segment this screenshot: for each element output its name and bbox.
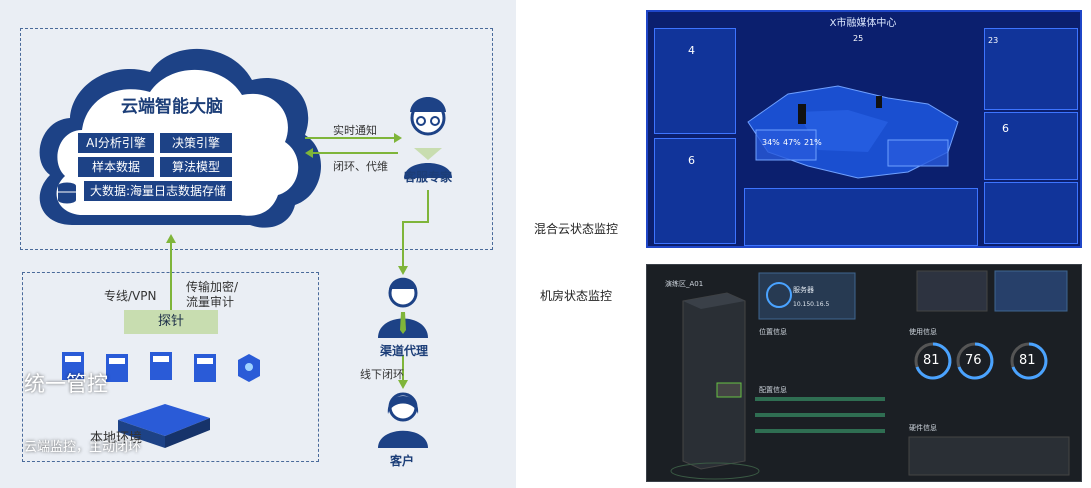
right-panel-bottom [984, 182, 1078, 244]
hybrid-cloud-label: 混合云状态监控 [534, 222, 619, 236]
realtime-notify-label: 实时通知 [333, 124, 377, 137]
datacenter-dashboard-screenshot: 演练区_A01 服务器 10.150.16.5 位置信息 配置信息 使用信息 硬… [646, 264, 1082, 482]
transmission-label-2: 流量审计 [186, 295, 235, 309]
stat-3: 6 [1002, 122, 1009, 135]
left-panel-bottom [654, 138, 736, 244]
gauge-3-value: 81 [1019, 353, 1036, 368]
cloud-monitor-caption: 云端监控，主动闭环 [24, 440, 142, 455]
database-icon [58, 182, 76, 204]
map-graphic [747, 85, 959, 179]
left-panel-top [654, 28, 736, 134]
dashboard-title: X市融媒体中心 [829, 18, 897, 29]
unified-control-caption: 统一管控 [24, 372, 108, 396]
pct-1: 34% [762, 138, 780, 147]
closed-loop-label: 闭环、代维 [333, 160, 388, 173]
server-ip: 10.150.16.5 [793, 301, 830, 308]
stat-4: 23 [988, 36, 999, 45]
tag-algorithm-model: 算法模型 [160, 157, 232, 177]
expert-label: 客服专家 [404, 170, 453, 184]
local-env-label: 本地环境 [90, 431, 143, 446]
diagram-graphics [39, 48, 452, 448]
right-panel-top [984, 28, 1078, 110]
offline-closed-loop-label: 线下闭环 [360, 368, 404, 381]
gauge-1-value: 81 [923, 353, 940, 368]
zone-tab: 演练区_A01 [665, 280, 704, 288]
tag-sample-data: 样本数据 [78, 157, 154, 177]
tag-ai-engine: AI分析引擎 [78, 133, 154, 153]
pct-2: 47% [783, 138, 801, 147]
stat-2: 6 [688, 154, 695, 167]
tag-big-data: 大数据:海量日志数据存储 [84, 181, 232, 201]
stat-1: 4 [688, 44, 695, 57]
server-label: 服务器 [793, 286, 814, 294]
dedicated-line-label: 专线/VPN [104, 289, 157, 303]
customer-label: 客户 [390, 454, 415, 468]
local-appliance-icon [118, 404, 210, 448]
cloud-region-border [20, 28, 493, 250]
location-section-title: 位置信息 [759, 328, 787, 336]
arrow-expert-to-agent [398, 190, 429, 275]
probe-box: 探针 [124, 310, 218, 334]
architecture-diagram: 云端智能大脑 AI分析引擎 决策引擎 样本数据 算法模型 大数据:海量日志数据存… [0, 0, 516, 488]
hardware-section-title: 硬件信息 [909, 424, 937, 432]
cloud-brain-title: 云端智能大脑 [121, 97, 223, 117]
config-section-title: 配置信息 [759, 386, 787, 394]
arrow-agent-to-customer [398, 355, 408, 389]
tag-decision-engine: 决策引擎 [160, 133, 232, 153]
stat-5: 25 [853, 34, 864, 43]
transmission-label-1: 传输加密/ [186, 280, 239, 294]
customer-avatar-icon [378, 392, 428, 448]
vm-server-icons [62, 352, 260, 382]
arrow-closed-loop [305, 148, 398, 158]
channel-agent-label: 渠道代理 [380, 344, 429, 358]
server-rack-graphic [670, 270, 1070, 480]
expert-avatar-icon [404, 97, 452, 178]
datacenter-label: 机房状态监控 [540, 289, 613, 303]
hybrid-cloud-dashboard-screenshot: X市融媒体中心 4 6 6 23 25 34% 47% 21% [646, 10, 1082, 248]
bottom-table-panel [744, 188, 978, 246]
pct-3: 21% [804, 138, 822, 147]
usage-section-title: 使用信息 [909, 328, 937, 336]
gauge-2-value: 76 [965, 353, 982, 368]
arrow-realtime-notify [305, 133, 402, 143]
channel-agent-avatar-icon [378, 277, 428, 338]
arrow-probe-to-cloud [166, 234, 176, 310]
right-panel-mid [984, 112, 1078, 180]
